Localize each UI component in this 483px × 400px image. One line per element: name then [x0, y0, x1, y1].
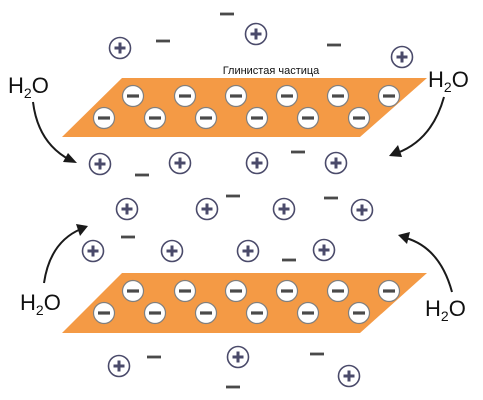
water-label: H2O — [428, 67, 469, 95]
positive-ion-icon — [226, 345, 250, 369]
negative-ion-icon — [224, 84, 248, 108]
positive-ion-icon — [244, 22, 268, 46]
free-anion-icon — [220, 12, 234, 16]
top-clay-plate — [62, 78, 427, 137]
positive-ion-icon — [337, 364, 361, 388]
negative-ion-icon — [326, 279, 350, 303]
arrow-head-icon — [63, 153, 77, 163]
negative-ion-icon — [245, 301, 269, 325]
arrow-head-icon — [76, 224, 88, 236]
negative-ion-icon — [173, 279, 197, 303]
top-negative-ions — [92, 84, 401, 130]
positive-ion-icon — [390, 45, 414, 69]
negative-ion-icon — [92, 106, 116, 130]
positive-ion-icon — [115, 197, 139, 221]
water-bottom-right: H2O — [398, 232, 466, 324]
negative-ion-icon — [377, 84, 401, 108]
positive-ion-icon — [350, 198, 374, 222]
cations — [81, 22, 414, 388]
negative-ion-icon — [143, 301, 167, 325]
bottom-clay-particle — [62, 273, 427, 333]
positive-ion-icon — [312, 238, 336, 262]
bottom-clay-plate — [62, 273, 427, 333]
positive-ion-icon — [107, 354, 131, 378]
negative-ion-icon — [347, 301, 371, 325]
water-label: H2O — [8, 73, 49, 101]
free-anion-icon — [310, 352, 324, 356]
negative-ion-icon — [143, 106, 167, 130]
free-anion-icon — [327, 43, 341, 47]
clay-particle-label: Глинистая частица — [223, 65, 320, 77]
free-anion-icon — [135, 173, 149, 177]
negative-ion-icon — [275, 84, 299, 108]
arrow-head-icon — [389, 145, 402, 157]
curved-arrow-icon — [32, 101, 71, 161]
negative-ion-icon — [377, 279, 401, 303]
positive-ion-icon — [195, 197, 219, 221]
water-bottom-left: H2O — [20, 224, 88, 318]
free-anion-icon — [291, 150, 305, 154]
negative-ion-icon — [194, 106, 218, 130]
negative-ion-icon — [173, 84, 197, 108]
positive-ion-icon — [160, 239, 184, 263]
free-anion-icon — [121, 235, 135, 239]
positive-ion-icon — [168, 151, 192, 175]
negative-ion-icon — [296, 301, 320, 325]
negative-ion-icon — [224, 279, 248, 303]
arrow-head-icon — [398, 232, 410, 244]
negative-ion-icon — [121, 279, 145, 303]
top-clay-particle: Глинистая частица — [62, 65, 427, 137]
water-label: H2O — [425, 296, 466, 324]
positive-ion-icon — [324, 151, 348, 175]
negative-ion-icon — [121, 84, 145, 108]
positive-ion-icon — [81, 239, 105, 263]
curved-arrow-icon — [43, 228, 82, 284]
free-anion-icon — [156, 39, 170, 43]
negative-ion-icon — [194, 301, 218, 325]
water-label: H2O — [20, 290, 61, 318]
water-top-right: H2O — [389, 67, 469, 157]
negative-ion-icon — [245, 106, 269, 130]
free-anion-icon — [324, 196, 338, 200]
positive-ion-icon — [236, 239, 260, 263]
positive-ion-icon — [272, 197, 296, 221]
free-anion-icon — [226, 194, 240, 198]
negative-ion-icon — [296, 106, 320, 130]
positive-ion-icon — [245, 151, 269, 175]
bottom-negative-ions — [92, 279, 401, 325]
positive-ion-icon — [108, 36, 132, 60]
water-top-left: H2O — [8, 73, 77, 163]
free-anion-icon — [147, 355, 161, 359]
negative-ion-icon — [92, 301, 116, 325]
anions — [121, 12, 341, 389]
negative-ion-icon — [275, 279, 299, 303]
positive-ion-icon — [88, 152, 112, 176]
curved-arrow-icon — [405, 237, 453, 293]
negative-ion-icon — [326, 84, 350, 108]
negative-ion-icon — [347, 106, 371, 130]
curved-arrow-icon — [396, 96, 445, 154]
free-anion-icon — [226, 385, 240, 389]
free-anion-icon — [282, 258, 296, 262]
